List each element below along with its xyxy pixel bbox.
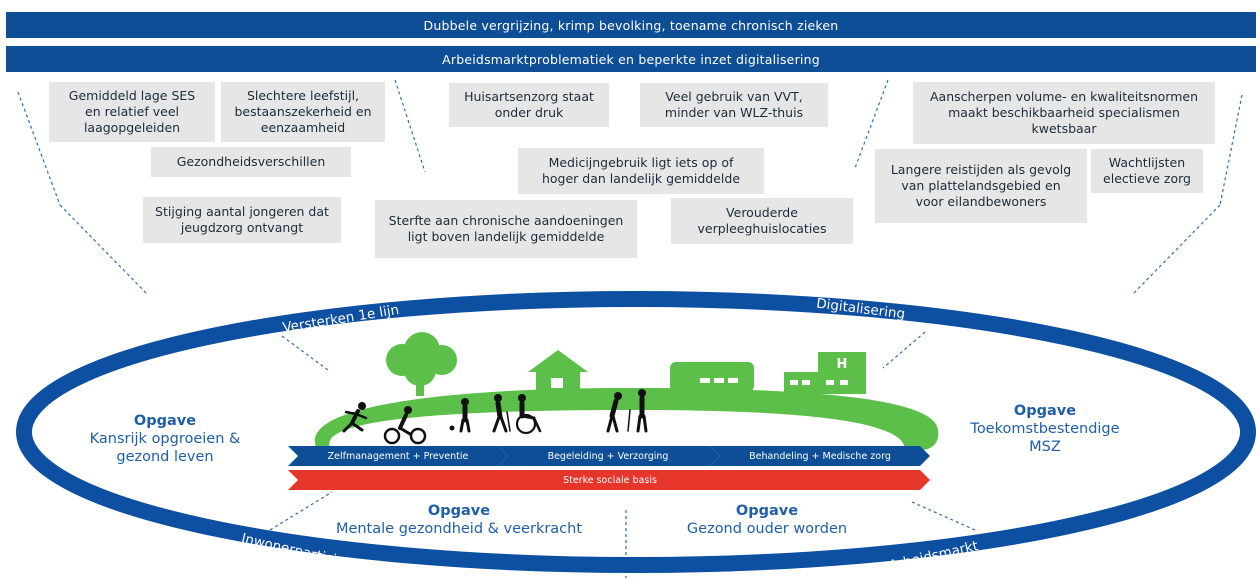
opgave-title: Opgave [735, 503, 799, 519]
dashed-line [17, 91, 61, 206]
flow-arrows [288, 446, 930, 466]
challenge-box: Medicijngebruik ligt iets op of hoger da… [518, 148, 764, 194]
flow-step-label: Behandeling + Medische zorg [749, 451, 891, 462]
basis-arrow [288, 470, 930, 490]
house-icon [528, 350, 588, 394]
dashed-line [59, 204, 149, 296]
challenge-box: Langere reistijden als gevolg van platte… [875, 149, 1087, 223]
opgave-text: Gezond ouder worden [686, 521, 848, 537]
opgave-text: Kansrijk opgroeien & gezond leven [89, 431, 241, 465]
challenge-box: Gezondheidsverschillen [151, 147, 351, 177]
elderly-walker-icon [492, 394, 511, 433]
landscape-base [314, 388, 939, 450]
opgave-mentale-gezondheid: Opgave Mentale gezondheid & veerkracht [318, 502, 600, 538]
challenge-box: Stijging aantal jongeren dat jeugdzorg o… [143, 197, 341, 243]
opgave-text: Toekomstbestendige MSZ [970, 421, 1120, 455]
basis-label: Sterke sociale basis [563, 475, 657, 486]
banner-labour-market: Arbeidsmarktproblematiek en beperkte inz… [6, 46, 1256, 72]
elderly-couple-icon [606, 389, 648, 433]
flow-arrow-treatment [710, 446, 930, 466]
opgave-title: Opgave [1013, 403, 1077, 419]
flow-arrow-self-management [288, 446, 508, 466]
opgave-text: Mentale gezondheid & veerkracht [335, 521, 583, 537]
challenge-box: Huisartsenzorg staat onder druk [449, 83, 609, 127]
flow-step-label: Begeleiding + Verzorging [547, 451, 669, 462]
challenge-box: Slechtere leefstijl, bestaanszekerheid e… [221, 82, 385, 142]
dashed-line [1131, 204, 1221, 296]
challenge-box: Verouderde verpleeghuislocaties [671, 198, 853, 244]
opgave-title: Opgave [133, 413, 197, 429]
tree-icon [386, 332, 457, 396]
dashed-line [882, 331, 926, 369]
dashed-line [269, 491, 333, 531]
dashed-line [854, 79, 889, 169]
flow-step-label: Zelfmanagement + Preventie [327, 451, 469, 462]
dashed-line [394, 79, 426, 173]
runner-icon [342, 402, 368, 433]
wheelchair-icon [515, 394, 542, 435]
opgave-kansrijk-opgroeien: Opgave Kansrijk opgroeien & gezond leven [70, 412, 260, 466]
svg-text:H: H [837, 357, 848, 372]
opgave-toekomstbestendige-msz: Opgave Toekomstbestendige MSZ [950, 402, 1140, 456]
challenge-box: Gemiddeld lage SES en relatief veel laag… [49, 82, 215, 142]
cyclist-icon [383, 406, 427, 445]
outer-ring [16, 291, 1256, 573]
clinic-icon [670, 362, 754, 392]
dashed-line [1219, 94, 1243, 206]
hospital-icon: H [784, 352, 866, 394]
challenge-box: Aanscherpen volume- en kwaliteitsnormen … [913, 82, 1215, 144]
child-icon [449, 398, 471, 433]
flow-arrow-support-care [498, 446, 720, 466]
people-icons [342, 389, 648, 445]
challenge-box: Veel gebruik van VVT, minder van WLZ-thu… [640, 83, 828, 127]
challenge-box: Wachtlijsten electieve zorg [1091, 149, 1203, 193]
banner-demography: Dubbele vergrijzing, krimp bevolking, to… [6, 12, 1256, 38]
challenge-box: Sterfte aan chronische aandoeningen ligt… [375, 200, 637, 258]
dashed-line [281, 335, 329, 371]
opgave-title: Opgave [427, 503, 491, 519]
dashed-line [911, 501, 976, 531]
opgave-gezond-ouder-worden: Opgave Gezond ouder worden [662, 502, 872, 538]
